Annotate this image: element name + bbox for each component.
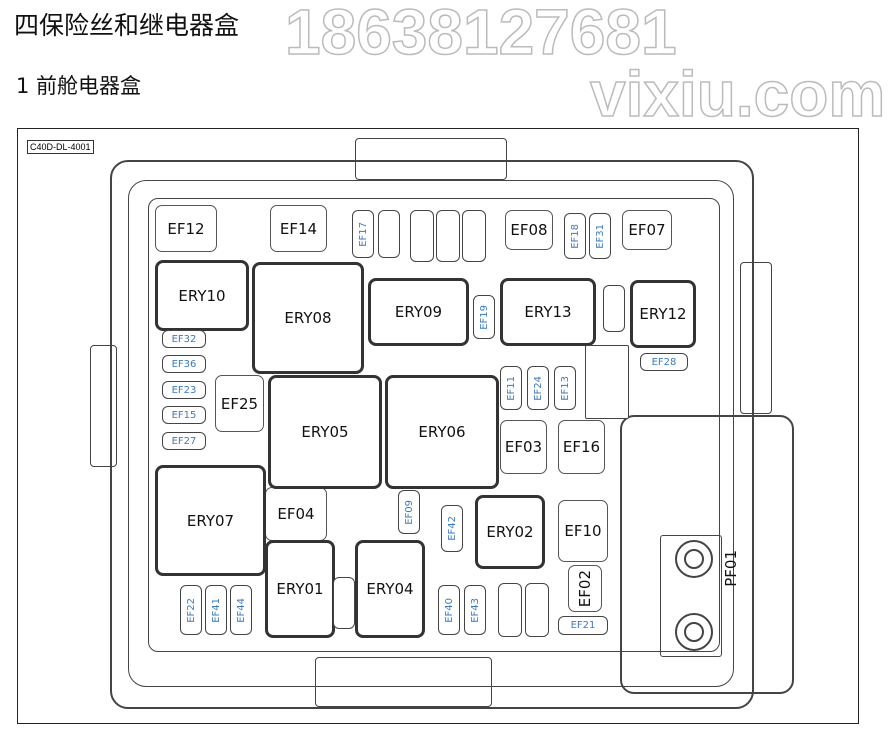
mini-fuse-unlabeled (603, 285, 625, 332)
fuse-ef07: EF07 (622, 210, 672, 250)
mini-fuse-ef19: EF19 (473, 295, 495, 339)
relay-ery07: ERY07 (155, 465, 266, 576)
fuse-ef25: EF25 (215, 375, 264, 432)
fuse-ef02-label: EF02 (576, 569, 594, 608)
mini-fuse-ef24: EF24 (527, 366, 549, 410)
housing-outer (110, 160, 754, 709)
pf01-compartment (620, 415, 794, 694)
mini-fuse-unlabeled (333, 577, 355, 629)
relay-ery05: ERY05 (268, 375, 382, 489)
section-title: 四保险丝和继电器盒 (14, 11, 240, 40)
mini-fuse-ef09: EF09 (398, 490, 420, 534)
housing-left-connector (90, 345, 117, 467)
mini-fuse-ef09-label: EF09 (403, 499, 415, 525)
fuse-ef08: EF08 (505, 210, 553, 250)
watermark-phone: 18638127681 (284, 0, 677, 68)
mini-fuse-ef28: EF28 (640, 353, 688, 371)
mini-fuse-ef11-label: EF11 (505, 375, 517, 401)
mini-fuse-ef13: EF13 (554, 366, 576, 410)
fuse-ef14: EF14 (270, 205, 327, 252)
housing-deck (148, 198, 720, 652)
mini-fuse-ef11: EF11 (500, 366, 522, 410)
fuse-ef16: EF16 (558, 420, 605, 474)
relay-ery01: ERY01 (265, 540, 335, 638)
relay-ery02: ERY02 (475, 495, 545, 569)
subsection-title: 1 前舱电器盒 (16, 74, 142, 98)
mini-fuse-ef22: EF22 (180, 585, 202, 635)
mini-fuse-ef15: EF15 (162, 406, 206, 424)
mini-fuse-ef36: EF36 (162, 355, 206, 373)
mini-fuse-ef44-label: EF44 (235, 597, 247, 623)
mini-fuse-ef31: EF31 (589, 213, 611, 259)
mini-fuse-unlabeled (525, 583, 549, 637)
mini-fuse-ef32: EF32 (162, 330, 206, 348)
relay-ery04: ERY04 (355, 540, 425, 638)
mini-fuse-ef43-label: EF43 (469, 597, 481, 623)
mini-fuse-ef42-label: EF42 (446, 516, 458, 541)
mini-fuse-ef27: EF27 (162, 432, 206, 450)
relay-ery09: ERY09 (368, 278, 469, 346)
fuse-ef10: EF10 (558, 500, 608, 562)
fuse-ef04: EF04 (265, 487, 327, 541)
mini-fuse-ef43: EF43 (464, 585, 486, 635)
mini-fuse-ef41-label: EF41 (210, 597, 222, 623)
mini-fuse-unlabeled (410, 210, 434, 262)
mini-fuse-ef24-label: EF24 (532, 375, 544, 401)
mini-fuse-unlabeled (462, 210, 486, 262)
relay-ery10: ERY10 (155, 260, 249, 331)
mini-fuse-unlabeled (378, 210, 400, 258)
mini-fuse-ef22-label: EF22 (185, 597, 197, 623)
mini-fuse-ef21: EF21 (558, 616, 608, 635)
housing-bottom-latch (315, 657, 492, 707)
mini-fuse-ef18: EF18 (564, 213, 586, 259)
mini-fuse-ef40-label: EF40 (443, 597, 455, 623)
diagram-frame (17, 128, 859, 724)
mini-fuse-ef40: EF40 (438, 585, 460, 635)
mini-fuse-ef31-label: EF31 (594, 223, 606, 249)
mini-fuse-ef19-label: EF19 (478, 304, 490, 330)
fuse-ef03: EF03 (500, 420, 547, 474)
mini-fuse-ef41: EF41 (205, 585, 227, 635)
mini-fuse-unlabeled (436, 210, 460, 262)
relay-ery13: ERY13 (500, 278, 596, 346)
housing-top-latch (355, 138, 507, 180)
main-fuse-pf01-label: PF01 (722, 550, 740, 587)
fuse-ef02: EF02 (568, 565, 602, 612)
housing-right-connector (740, 262, 772, 414)
bolt-terminal-icon (675, 540, 713, 578)
connector-block (585, 345, 629, 419)
mini-fuse-ef17: EF17 (352, 210, 374, 258)
bolt-terminal-icon (675, 613, 713, 651)
relay-ery12: ERY12 (630, 280, 696, 348)
housing-inner (128, 180, 734, 687)
relay-ery08: ERY08 (252, 262, 364, 374)
mini-fuse-ef17-label: EF17 (357, 221, 369, 247)
mini-fuse-ef44: EF44 (230, 585, 252, 635)
mini-fuse-ef13-label: EF13 (559, 375, 571, 401)
mini-fuse-ef18-label: EF18 (569, 223, 581, 249)
mini-fuse-unlabeled (498, 583, 522, 637)
main-fuse-pf01 (660, 535, 722, 657)
mini-fuse-ef23: EF23 (162, 381, 206, 399)
relay-ery06: ERY06 (385, 375, 499, 489)
diagram-code: C40D-DL-4001 (27, 140, 94, 154)
mini-fuse-ef42: EF42 (441, 505, 463, 552)
fuse-ef12: EF12 (155, 205, 217, 252)
watermark-site: vixiu.com (589, 58, 886, 130)
